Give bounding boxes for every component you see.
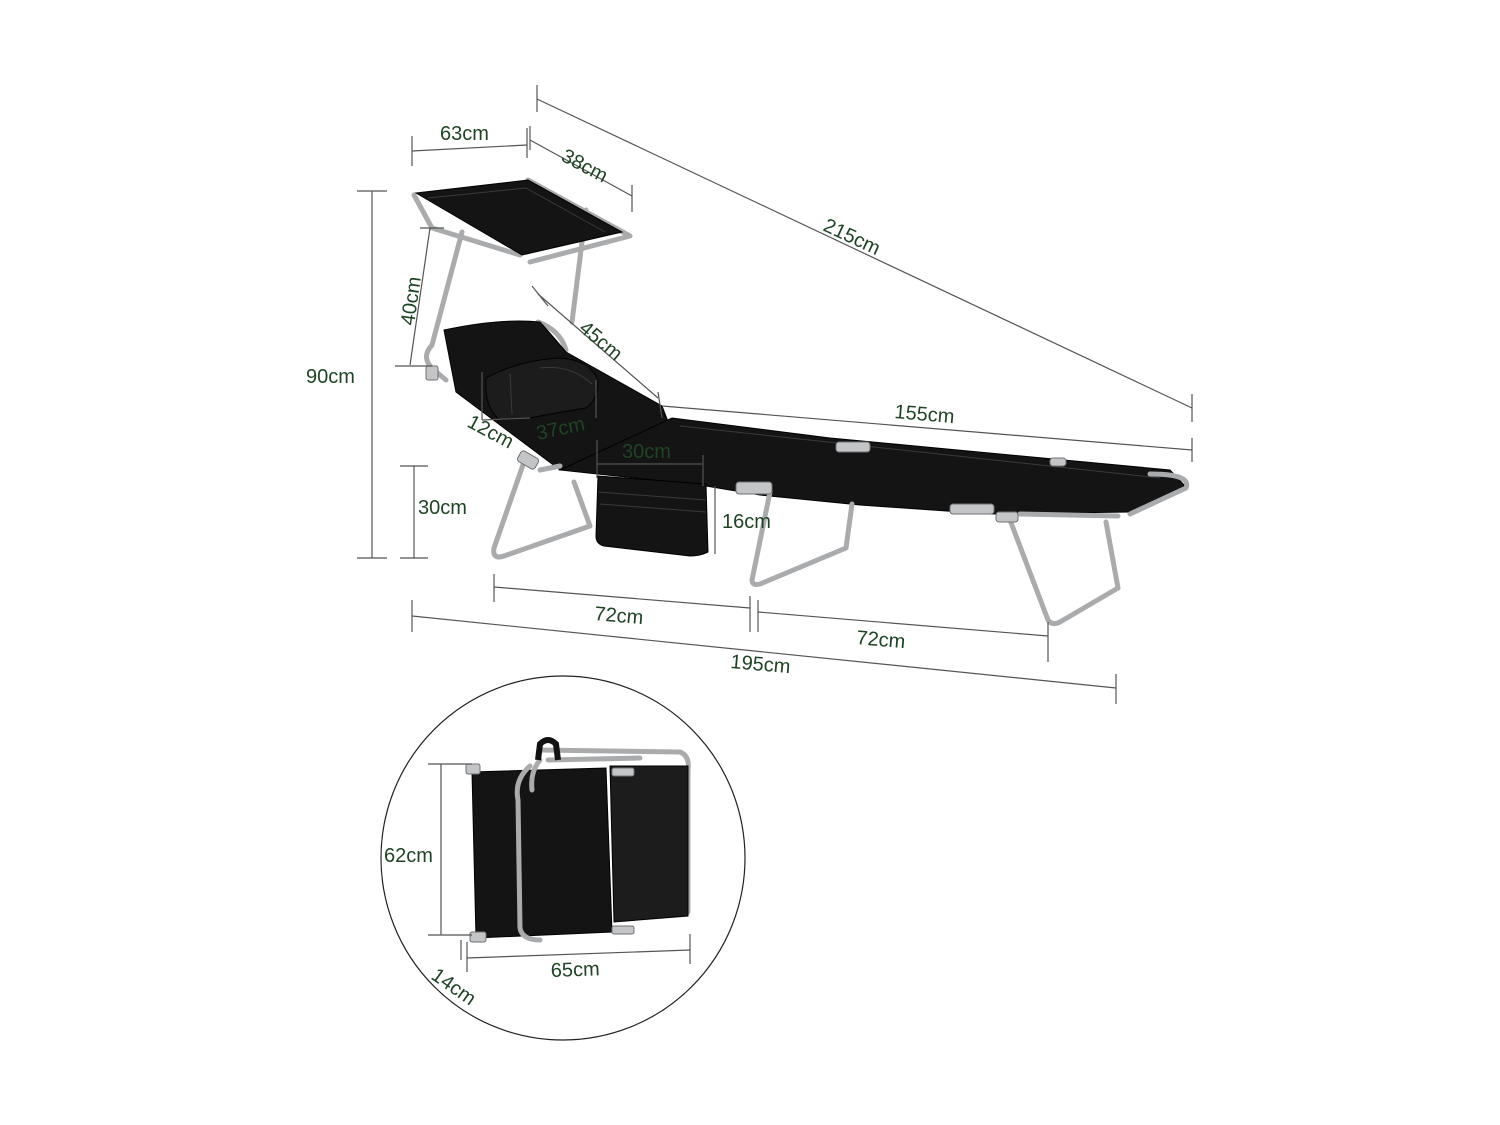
backrest xyxy=(424,319,673,471)
lounger-legs xyxy=(491,450,1121,627)
label-canopy-height: 40cm xyxy=(397,275,426,326)
label-leg-spacing-front: 72cm xyxy=(594,603,645,629)
folded-view: 62cm 65cm 14cm xyxy=(380,675,746,1041)
label-pocket-height: 16cm xyxy=(722,511,771,533)
label-folded-height: 62cm xyxy=(384,845,433,867)
label-canopy-width: 63cm xyxy=(440,123,489,145)
folded-view-circle xyxy=(380,675,746,1041)
folded-lounger-illustration xyxy=(465,737,691,943)
dimension-lines xyxy=(357,85,1193,704)
side-pocket xyxy=(595,475,709,557)
sun-lounger-illustration xyxy=(411,177,1190,627)
label-seat-height: 30cm xyxy=(418,497,467,519)
label-bed-length: 155cm xyxy=(894,401,956,428)
label-total-length: 195cm xyxy=(730,651,792,678)
canopy xyxy=(411,177,633,348)
label-pocket-width: 30cm xyxy=(622,441,671,463)
label-total-height: 90cm xyxy=(306,366,355,388)
label-total-diagonal: 215cm xyxy=(820,215,884,260)
label-backrest-length: 45cm xyxy=(575,317,627,365)
label-leg-spacing-rear: 72cm xyxy=(856,627,907,653)
label-folded-width: 65cm xyxy=(550,958,600,982)
label-canopy-depth: 38cm xyxy=(558,145,612,187)
